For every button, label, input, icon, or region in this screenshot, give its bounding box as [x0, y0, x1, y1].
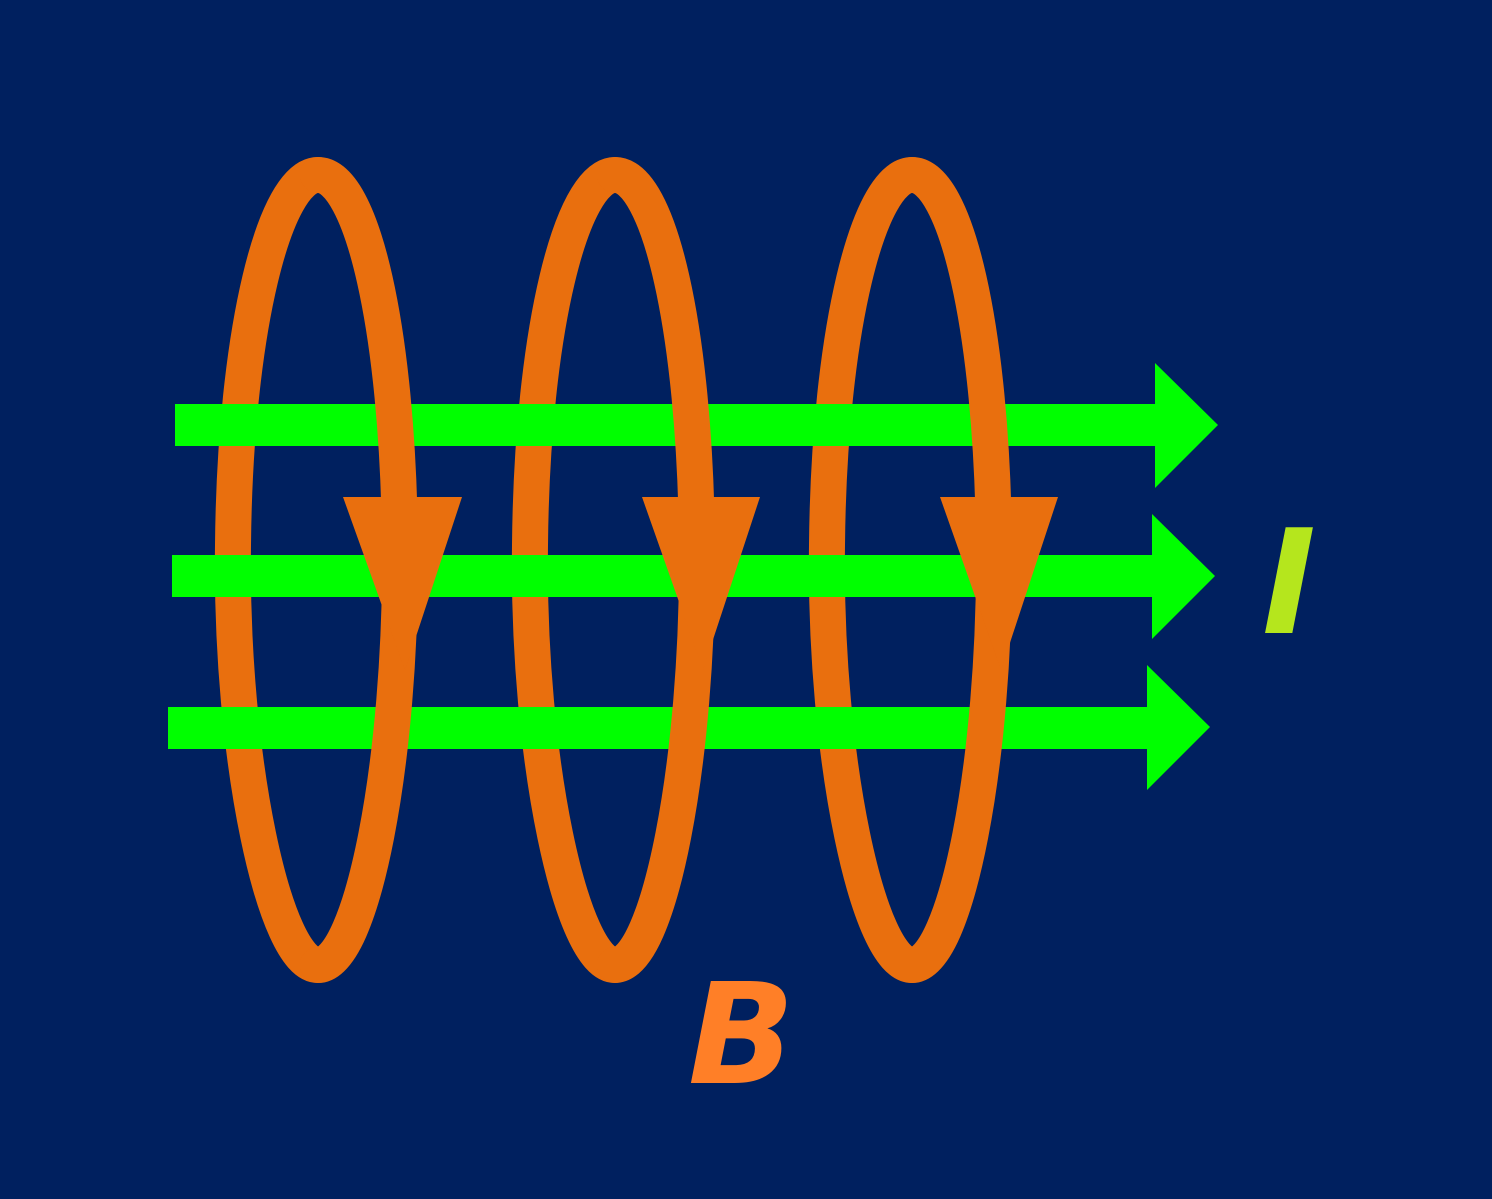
field-loops-back [214, 157, 930, 983]
field-label: B [688, 954, 795, 1117]
field-arrowheads [343, 497, 1058, 670]
field-loop-2-back-half [511, 157, 633, 983]
field-loop-1-arrowhead [343, 497, 462, 670]
field-loop-2-arrowhead [642, 497, 760, 670]
current-label: I [1262, 499, 1316, 668]
field-loop-3-back-half [808, 157, 930, 983]
field-loop-1-back-half [214, 157, 336, 983]
field-loop-3-arrowhead [940, 497, 1058, 670]
